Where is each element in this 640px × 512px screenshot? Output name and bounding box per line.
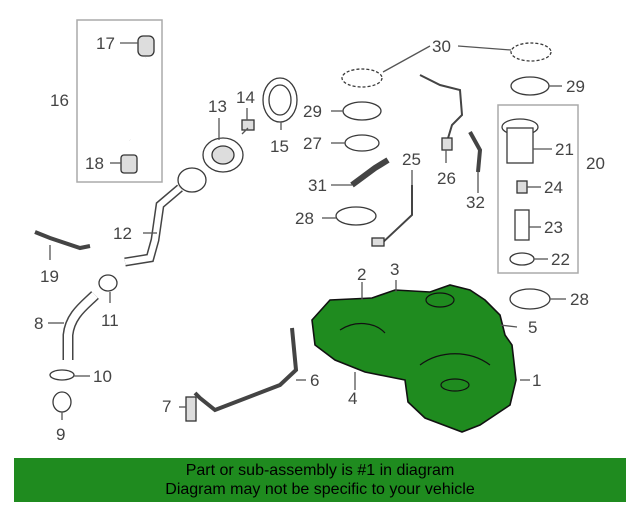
callout-8: 8	[34, 314, 43, 333]
callout-labels: 1 2 3 4 5 6 7 8 9 10 11 12 13 14 15 16 1…	[34, 34, 605, 444]
callout-24: 24	[544, 178, 563, 197]
part-25-sender-unit[interactable]	[371, 185, 413, 247]
part-8-hose[interactable]	[62, 291, 99, 360]
part-23-filter[interactable]	[514, 209, 530, 241]
part-11-clamp[interactable]	[98, 274, 118, 292]
part-7-bolt[interactable]	[185, 396, 197, 422]
part-26-wiring[interactable]	[419, 74, 464, 151]
callout-28-right: 28	[570, 290, 589, 309]
callout-4: 4	[348, 389, 357, 408]
callout-23: 23	[544, 218, 563, 237]
part-22-retainer[interactable]	[509, 252, 535, 266]
banner-line-1: Part or sub-assembly is #1 in diagram	[185, 462, 455, 479]
part-13-housing[interactable]	[202, 137, 244, 173]
part-19-tube[interactable]	[34, 230, 91, 251]
part-12-filler-pipe[interactable]	[124, 167, 207, 267]
part-15-fuel-door[interactable]	[262, 77, 298, 123]
part-16-hose[interactable]	[121, 57, 147, 141]
callout-3: 3	[390, 260, 399, 279]
part-29-gasket-right[interactable]	[510, 76, 550, 96]
callout-29-right: 29	[566, 77, 585, 96]
callout-15: 15	[270, 137, 289, 156]
parts-diagram: 1 2 3 4 5 6 7 8 9 10 11 12 13 14 15 16 1…	[34, 19, 605, 444]
callout-7: 7	[162, 397, 171, 416]
callout-31: 31	[308, 176, 327, 195]
callout-21: 21	[555, 140, 574, 159]
part-28-gasket-left[interactable]	[335, 206, 377, 226]
callout-12: 12	[113, 224, 132, 243]
part-21-pump-module[interactable]	[501, 118, 539, 164]
part-32-bracket[interactable]	[468, 131, 483, 173]
part-31-sender[interactable]	[350, 157, 390, 188]
callout-18: 18	[85, 154, 104, 173]
callout-25: 25	[402, 150, 421, 169]
part-27-plate[interactable]	[344, 134, 380, 152]
part-14-screw[interactable]	[241, 119, 255, 135]
callout-29-left: 29	[303, 102, 322, 121]
part-1-fuel-tank[interactable]	[311, 284, 517, 433]
callout-27: 27	[303, 134, 322, 153]
callout-6: 6	[310, 371, 319, 390]
part-29-gasket-left[interactable]	[342, 101, 382, 121]
callout-13: 13	[208, 97, 227, 116]
part-30-lock-ring-left[interactable]	[341, 68, 383, 88]
callout-1: 1	[532, 371, 541, 390]
callout-26: 26	[437, 169, 456, 188]
banner-line-2: Diagram may not be specific to your vehi…	[165, 481, 475, 498]
callout-19: 19	[40, 267, 59, 286]
part-18-fitting[interactable]	[120, 154, 138, 174]
callout-2: 2	[357, 265, 366, 284]
leader-lines	[48, 42, 566, 420]
callout-32: 32	[466, 193, 485, 212]
callout-11: 11	[101, 311, 119, 330]
callout-22: 22	[551, 250, 570, 269]
callout-9: 9	[56, 425, 65, 444]
group-box-16	[76, 19, 163, 183]
callout-16: 16	[50, 91, 69, 110]
part-28-gasket-right[interactable]	[509, 288, 551, 310]
callout-5: 5	[528, 318, 537, 337]
part-10-clamp[interactable]	[49, 369, 75, 381]
notice-banner: Part or sub-assembly is #1 in diagram Di…	[14, 458, 626, 502]
callout-28-left: 28	[295, 209, 314, 228]
group-box-20	[497, 104, 579, 274]
part-9-clamp[interactable]	[52, 391, 72, 413]
callout-20: 20	[586, 154, 605, 173]
callout-10: 10	[93, 367, 112, 386]
callout-17: 17	[96, 34, 115, 53]
callout-14: 14	[236, 88, 255, 107]
callout-30: 30	[432, 37, 451, 56]
part-30-lock-ring-right[interactable]	[510, 42, 552, 62]
part-17-cap[interactable]	[137, 35, 155, 57]
part-24-regulator[interactable]	[516, 180, 528, 194]
part-6-strap[interactable]	[193, 327, 299, 413]
